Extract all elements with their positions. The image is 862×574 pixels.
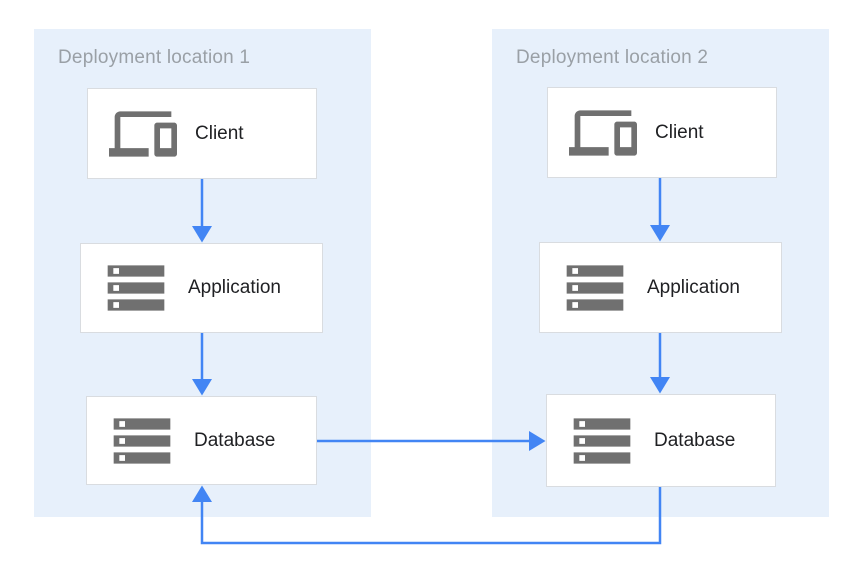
server-stack-icon (102, 259, 170, 317)
panel-title: Deployment location 2 (516, 47, 709, 68)
devices-icon (109, 105, 177, 163)
node-application-2: Application (539, 242, 782, 333)
node-label: Database (194, 429, 276, 451)
server-stack-icon (108, 412, 176, 470)
node-database-2: Database (546, 394, 776, 487)
node-database-1: Database (86, 396, 317, 485)
node-label: Application (188, 277, 281, 298)
node-label: Client (655, 121, 704, 143)
node-client-2: Client (547, 87, 777, 178)
panel-title: Deployment location 1 (58, 47, 251, 68)
node-application-1: Application (80, 243, 323, 333)
devices-icon (569, 104, 637, 162)
node-label: Application (647, 276, 740, 298)
server-stack-icon (568, 412, 636, 470)
node-label: Database (654, 429, 736, 451)
node-client-1: Client (87, 88, 317, 179)
node-label: Client (195, 122, 244, 144)
server-stack-icon (561, 259, 629, 317)
